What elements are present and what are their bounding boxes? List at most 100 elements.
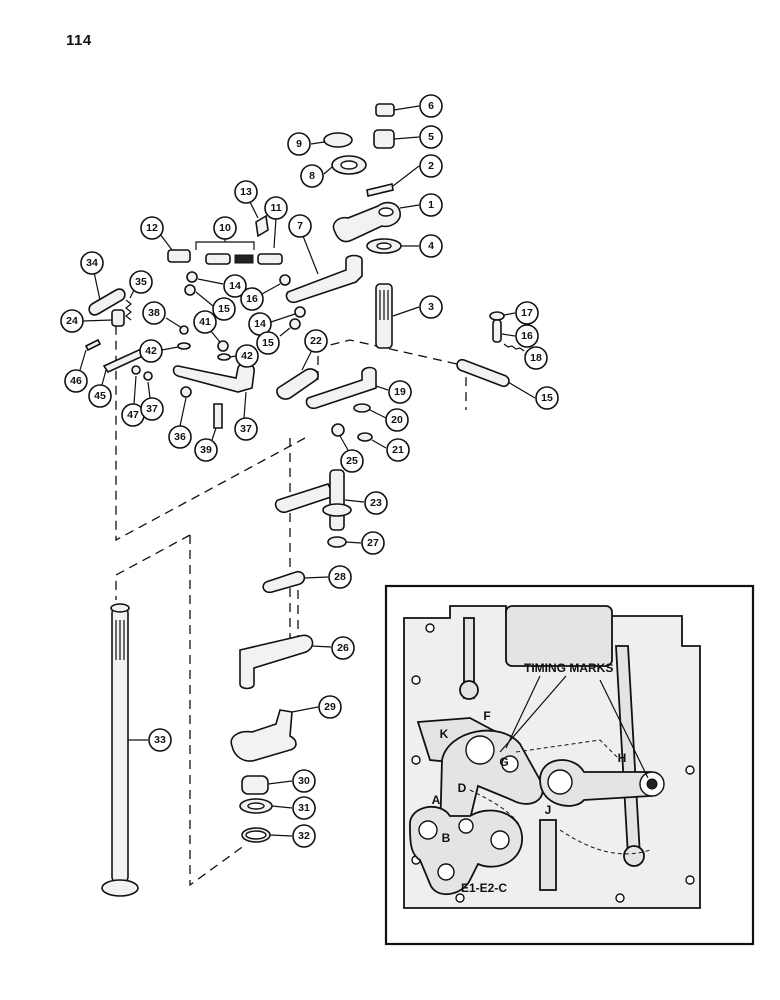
callout-34: 32 bbox=[269, 824, 316, 848]
callout-19: 17 bbox=[503, 301, 539, 325]
callout-25: 23 bbox=[344, 491, 388, 515]
svg-text:16: 16 bbox=[521, 330, 533, 342]
inset-label-k: K bbox=[440, 727, 449, 741]
part-14-nut bbox=[186, 271, 198, 283]
part-35-long-shaft bbox=[101, 603, 139, 897]
part-37-spring bbox=[125, 299, 132, 321]
part-28-arm bbox=[239, 634, 314, 690]
callout-11: 11 bbox=[264, 196, 288, 249]
callout-33: 31 bbox=[271, 796, 316, 820]
svg-text:10: 10 bbox=[219, 222, 231, 234]
part-46-nut bbox=[131, 365, 141, 375]
callout-42-left: 42 bbox=[139, 339, 179, 363]
callout-1: 1 bbox=[399, 193, 443, 217]
svg-text:6: 6 bbox=[428, 100, 434, 112]
part-21-lever bbox=[305, 366, 377, 410]
callout-10: 10 bbox=[195, 216, 255, 250]
svg-text:42: 42 bbox=[145, 345, 157, 357]
svg-text:33: 33 bbox=[154, 734, 166, 746]
part-16-nut bbox=[279, 274, 291, 286]
callout-47: 37 bbox=[140, 381, 164, 421]
callout-46: 47 bbox=[121, 375, 145, 427]
callout-26: 24 bbox=[60, 309, 113, 333]
inset-label-g: G bbox=[499, 755, 508, 769]
part-3-shaft bbox=[375, 283, 393, 349]
callout-22: 20 bbox=[369, 408, 409, 432]
callout-37: 35 bbox=[129, 270, 153, 299]
svg-text:28: 28 bbox=[334, 571, 346, 583]
svg-text:30: 30 bbox=[298, 775, 310, 787]
svg-text:41: 41 bbox=[199, 316, 211, 328]
part-23-nut bbox=[357, 432, 373, 442]
inset-label-f: F bbox=[483, 709, 490, 723]
part-38-nut bbox=[180, 386, 192, 398]
svg-text:9: 9 bbox=[296, 138, 302, 150]
part-24-link bbox=[276, 368, 319, 400]
part-12-clevis bbox=[167, 249, 191, 263]
part-8-seal bbox=[331, 155, 367, 175]
callout-27: 25 bbox=[339, 435, 364, 473]
callout-23: 21 bbox=[371, 438, 410, 462]
callout-31: 29 bbox=[291, 695, 342, 719]
part-33-washer bbox=[239, 798, 273, 814]
svg-text:36: 36 bbox=[174, 431, 186, 443]
part-41-bolt bbox=[213, 403, 223, 429]
svg-text:25: 25 bbox=[346, 455, 358, 467]
svg-text:5: 5 bbox=[428, 131, 434, 143]
callout-24: 22 bbox=[301, 329, 328, 371]
callout-2: 2 bbox=[392, 154, 443, 187]
callout-6: 6 bbox=[393, 94, 443, 118]
svg-text:15: 15 bbox=[541, 392, 553, 404]
part-27-nut bbox=[331, 423, 345, 437]
callout-38: 36 bbox=[168, 397, 192, 449]
svg-text:22: 22 bbox=[310, 335, 322, 347]
callout-39: 37 bbox=[234, 391, 258, 441]
svg-text:11: 11 bbox=[270, 202, 281, 214]
part-5-bushing bbox=[373, 129, 395, 149]
svg-text:38: 38 bbox=[148, 307, 160, 319]
part-1-arm bbox=[332, 201, 401, 243]
svg-text:18: 18 bbox=[530, 352, 542, 364]
svg-text:42: 42 bbox=[241, 350, 253, 362]
part-2-bolt bbox=[366, 183, 394, 197]
part-13-bolt bbox=[255, 214, 269, 238]
callout-4: 4 bbox=[401, 234, 443, 258]
svg-text:14: 14 bbox=[229, 280, 241, 292]
svg-text:46: 46 bbox=[70, 375, 82, 387]
part-25-shaft-lever bbox=[274, 469, 352, 531]
svg-text:39: 39 bbox=[200, 444, 212, 456]
svg-text:31: 31 bbox=[298, 802, 310, 814]
svg-text:20: 20 bbox=[391, 414, 403, 426]
inset-label-b: B bbox=[442, 831, 451, 845]
callout-15-lower: 15 bbox=[256, 327, 291, 355]
callout-17: 15 bbox=[507, 381, 559, 410]
inset-label-h: H bbox=[618, 751, 627, 765]
callout-35: 33 bbox=[128, 728, 172, 752]
svg-text:37: 37 bbox=[146, 403, 158, 415]
svg-text:2: 2 bbox=[428, 160, 434, 172]
callout-16: 16 bbox=[240, 283, 281, 311]
callout-12: 12 bbox=[140, 216, 173, 251]
part-29-washer bbox=[327, 536, 347, 548]
callout-5: 5 bbox=[393, 125, 443, 149]
part-14-nut-lower bbox=[294, 306, 306, 318]
inset-label-j: J bbox=[545, 803, 552, 817]
part-7-lever bbox=[285, 254, 363, 304]
part-4-washer bbox=[366, 238, 402, 254]
part-15-nut bbox=[184, 284, 196, 296]
callout-9: 9 bbox=[287, 132, 325, 156]
part-36-bracket bbox=[88, 288, 126, 316]
callout-7: 7 bbox=[288, 214, 319, 275]
callout-29: 27 bbox=[345, 531, 385, 555]
part-15-nut-lower bbox=[289, 318, 301, 330]
callout-15: 15 bbox=[195, 291, 236, 321]
inset-label-a: A bbox=[432, 793, 441, 807]
svg-text:3: 3 bbox=[428, 301, 434, 313]
svg-text:4: 4 bbox=[428, 240, 434, 252]
callouts: 6 5 9 8 2 1 4 13 11 10 12 7 34 35 14 15 … bbox=[60, 94, 559, 848]
callout-18: 16 bbox=[501, 324, 539, 348]
callout-36: 34 bbox=[80, 251, 104, 301]
timing-marks-inset: TIMING MARKS A B D F G H J K E1-E2-C bbox=[384, 584, 755, 946]
svg-text:17: 17 bbox=[521, 307, 533, 319]
